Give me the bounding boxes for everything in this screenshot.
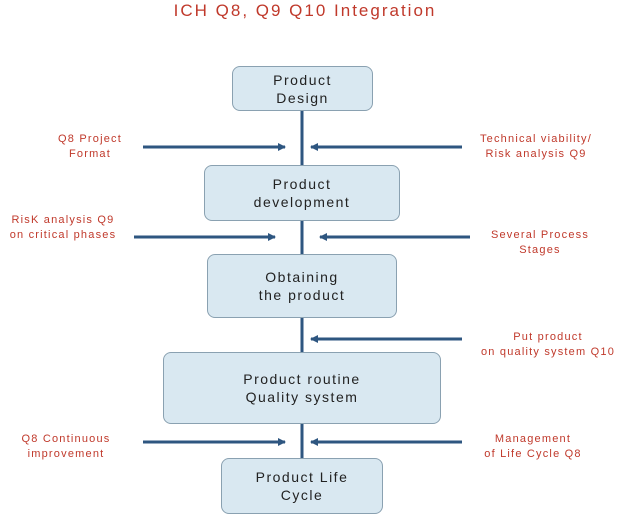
diagram-title: ICH Q8, Q9 Q10 Integration [173, 1, 437, 20]
box-obtaining-product: Obtaining the product [207, 254, 397, 318]
label-line: of Life Cycle Q8 [484, 448, 582, 460]
label-line: Risk analysis Q9 [485, 148, 587, 160]
box-product-life-cycle: Product Life Cycle [221, 458, 383, 514]
label-line: Q8 Continuous [21, 433, 111, 445]
box-line: Product Life [255, 469, 349, 485]
box-line: development [253, 194, 351, 210]
box-line: Product [272, 176, 332, 192]
label-line: Stages [519, 244, 561, 256]
label-line: Q8 Project [58, 133, 122, 145]
label-line: Format [68, 148, 112, 160]
right-label-process-stages: Several Process Stages [480, 228, 600, 258]
box-line: Product [273, 71, 332, 88]
left-label-continuous-improvement: Q8 Continuous improvement [12, 432, 120, 462]
label-line: improvement [27, 448, 105, 460]
label-line: Put product [513, 331, 583, 343]
label-line: Management [494, 433, 572, 445]
box-line: the product [258, 287, 346, 303]
label-line: Technical viability/ [479, 133, 593, 145]
left-label-q8-project: Q8 Project Format [40, 132, 140, 162]
box-line: Obtaining [265, 269, 339, 285]
label-line: Several Process [490, 229, 590, 241]
left-label-risk-analysis: RisK analysis Q9 on critical phases [2, 213, 124, 243]
box-line: Product routine [243, 371, 361, 387]
label-line: on quality system Q10 [480, 346, 616, 358]
box-line: Cycle [280, 487, 324, 503]
box-line: Quality system [245, 389, 359, 405]
label-line: RisK analysis Q9 [11, 214, 115, 226]
box-line: Design [276, 89, 329, 106]
right-label-life-cycle-q8: Management of Life Cycle Q8 [472, 432, 594, 462]
label-line: on critical phases [9, 229, 117, 241]
right-label-quality-system-q10: Put product on quality system Q10 [472, 330, 624, 360]
right-label-technical-viability: Technical viability/ Risk analysis Q9 [468, 132, 604, 162]
box-product-development: Product development [204, 165, 400, 221]
box-product-design: Product Design [232, 66, 373, 111]
box-quality-system: Product routine Quality system [163, 352, 441, 424]
